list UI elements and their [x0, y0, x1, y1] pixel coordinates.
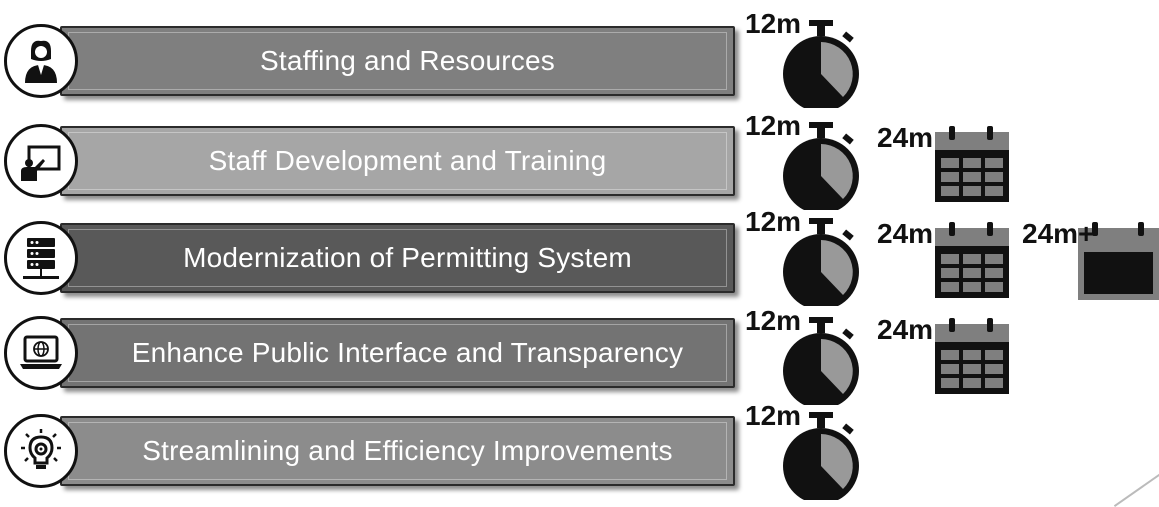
- streamlining-banner: Streamlining and Efficiency Improvements: [60, 416, 735, 486]
- banner-label: Staff Development and Training: [208, 145, 607, 176]
- calendar-label: 24m: [877, 122, 934, 153]
- calendar-icon: [935, 318, 1009, 394]
- stopwatch-icon: [783, 122, 859, 210]
- laptop-globe-icon: [4, 316, 78, 390]
- row-staffing: Staffing and Resources: [0, 20, 760, 102]
- timer-12m-row5: 12m: [745, 400, 870, 500]
- timer-label: 12m: [745, 305, 802, 336]
- modernization-banner: Modernization of Permitting System: [60, 223, 735, 293]
- row-public-interface: Enhance Public Interface and Transparenc…: [0, 312, 760, 394]
- staff-development-banner: Staff Development and Training: [60, 126, 735, 196]
- row-streamlining: Streamlining and Efficiency Improvements: [0, 410, 760, 492]
- stopwatch-icon: [783, 412, 859, 500]
- presentation-board-icon: [4, 124, 78, 198]
- calendar-24m-row3: 24m: [877, 218, 1017, 318]
- timer-label: 12m: [745, 8, 802, 39]
- row-modernization: Modernization of Permitting System: [0, 217, 760, 299]
- calendar-label: 24m: [877, 218, 934, 249]
- banner-label: Modernization of Permitting System: [183, 242, 632, 273]
- person-icon: [4, 24, 78, 98]
- timer-label: 12m: [745, 400, 802, 431]
- calendar-24m-plus-row3: 24m+: [1022, 218, 1159, 318]
- calendar-24m-row2: 24m: [877, 122, 1017, 222]
- stopwatch-icon: [783, 20, 859, 108]
- calendar-24m-row4: 24m: [877, 314, 1017, 414]
- row-staff-development: Staff Development and Training: [0, 120, 760, 202]
- banner-label: Staffing and Resources: [260, 45, 555, 76]
- decorative-line: [1113, 470, 1159, 507]
- banner-label: Streamlining and Efficiency Improvements: [142, 435, 673, 466]
- stopwatch-icon: [783, 317, 859, 405]
- timer-12m-row1: 12m: [745, 8, 870, 108]
- server-icon: [4, 221, 78, 295]
- calendar-icon: [935, 126, 1009, 202]
- timer-12m-row2: 12m: [745, 110, 870, 210]
- staffing-banner: Staffing and Resources: [60, 26, 735, 96]
- lightbulb-gear-icon: [4, 414, 78, 488]
- stopwatch-icon: [783, 218, 859, 306]
- timer-12m-row4: 12m: [745, 305, 870, 405]
- calendar-label: 24m: [877, 314, 934, 345]
- calendar-icon: [935, 222, 1009, 298]
- timer-label: 12m: [745, 206, 802, 237]
- timer-label: 12m: [745, 110, 802, 141]
- calendar-plus-label: 24m+: [1022, 218, 1095, 249]
- calendar-blank-icon: [1078, 222, 1159, 300]
- public-interface-banner: Enhance Public Interface and Transparenc…: [60, 318, 735, 388]
- timer-12m-row3: 12m: [745, 206, 870, 306]
- banner-label: Enhance Public Interface and Transparenc…: [131, 337, 684, 368]
